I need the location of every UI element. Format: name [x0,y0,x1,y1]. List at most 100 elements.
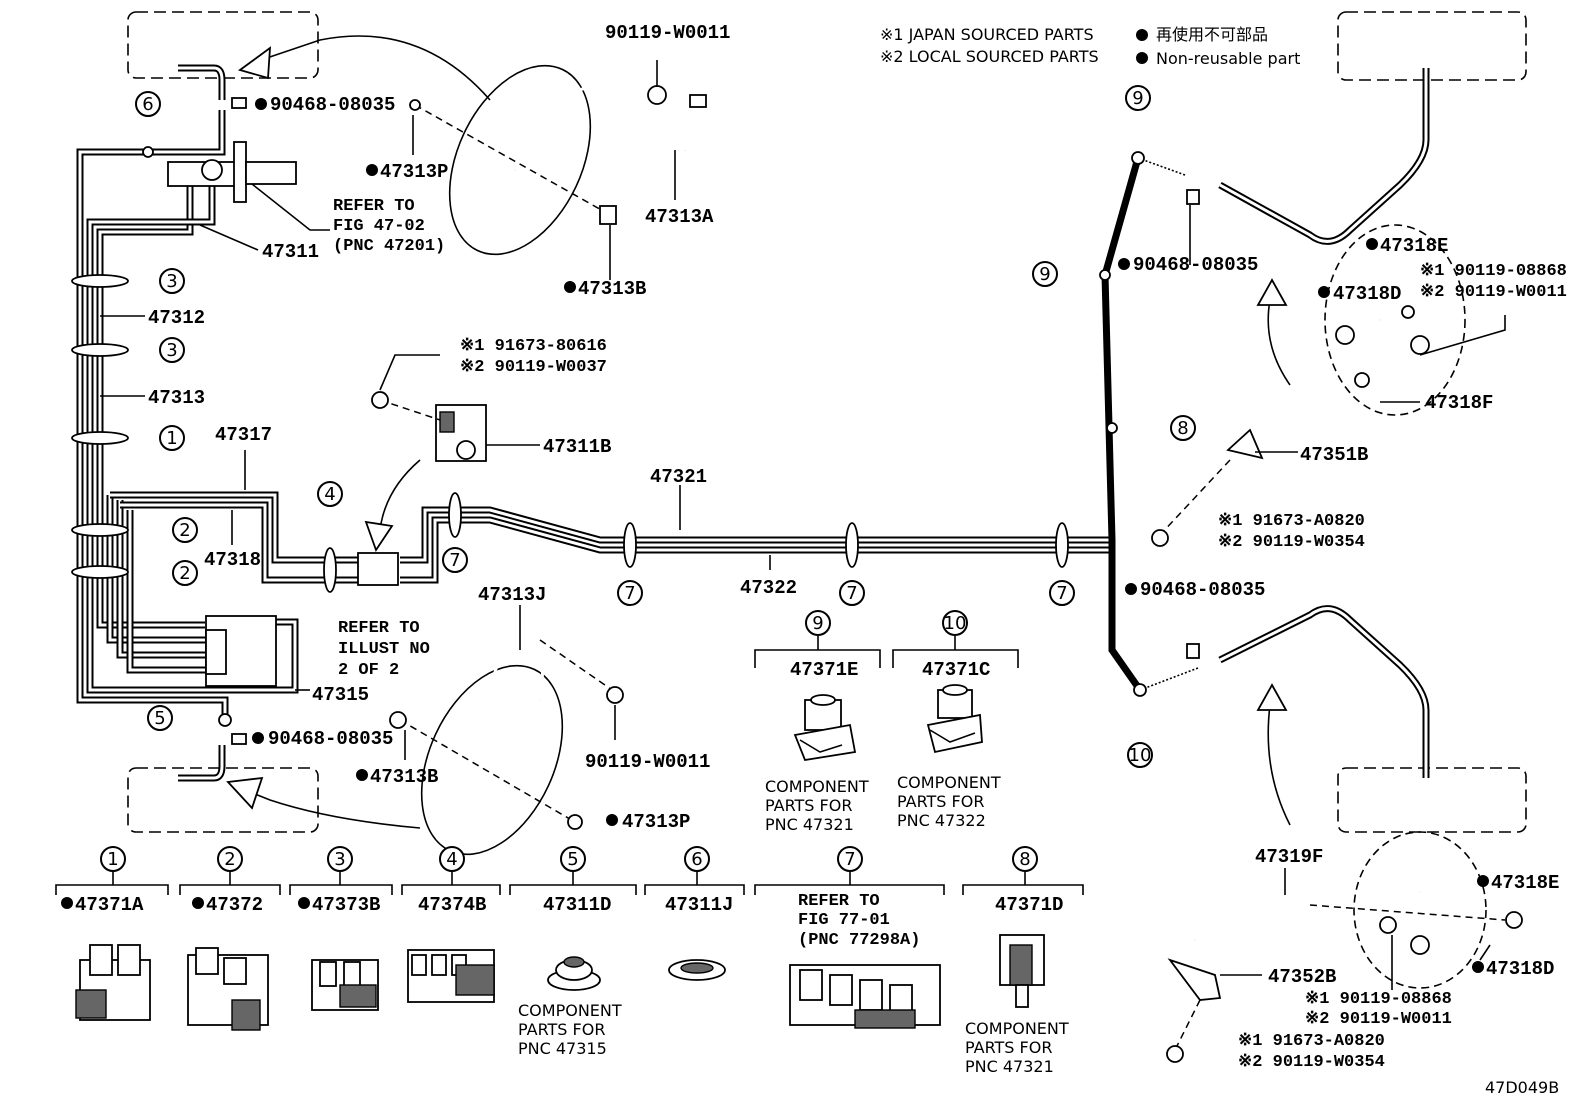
label-47371E: 47371E [790,659,858,681]
label-47317: 47317 [215,424,272,446]
clamp-47373B-drawing [311,959,379,1011]
right-vertical-pipe [1101,157,1143,693]
svg-text:3: 3 [166,340,177,361]
label-47371A: 47371A [75,894,144,916]
label-47318D-bot: 47318D [1486,958,1554,980]
label-refer-illust-c: 2 OF 2 [338,661,399,680]
label-90119-08868-bot: ※1 90119-08868 [1305,990,1452,1009]
pipe-fr-upper [1218,68,1430,245]
legend-line2b: Non-reusable part [1156,49,1300,68]
label-47313A: 47313A [645,206,714,228]
arrowhead-fl [237,46,272,80]
label-comp-47315-b: PARTS FOR [518,1020,605,1039]
flex-stub-fl [178,64,226,100]
label-47372: 47372 [206,894,263,916]
label-90119-W0354-top: ※2 90119-W0354 [1218,533,1365,552]
label-90119-W0011-mid: 90119-W0011 [585,751,710,773]
svg-text:5: 5 [154,708,165,729]
label-47312: 47312 [148,307,205,329]
label-comp-47321b-c: PNC 47321 [965,1057,1054,1076]
label-comp-47321-c: PNC 47321 [765,815,854,834]
svg-text:2: 2 [179,520,190,541]
svg-text:7: 7 [624,583,635,604]
label-comp-47321b-a: COMPONENT [965,1019,1069,1038]
label-47313B-bot: 47313B [370,766,438,788]
svg-text:6: 6 [691,849,702,870]
svg-text:5: 5 [567,849,578,870]
center-pipe-bundle [400,506,1110,584]
flex-hose-rl [389,627,624,856]
label-comp-47322-b: PARTS FOR [897,792,984,811]
svg-text:1: 1 [107,849,118,870]
label-90119-W0011-bot: ※2 90119-W0011 [1305,1010,1452,1029]
label-47321: 47321 [650,466,707,488]
label-91673-A0820-bot: ※1 91673-A0820 [1238,1032,1385,1051]
label-47315: 47315 [312,684,369,706]
legend-bullet-2 [1136,52,1148,64]
grommet-47311J-drawing [668,959,726,981]
flex-stub-rl [178,745,226,782]
clip-90468-r2 [1186,643,1200,659]
clamps [71,146,1147,727]
clip-47371E-drawing [793,694,857,762]
label-refer-illust-a: REFER TO [338,619,420,638]
label-47374B: 47374B [418,894,486,916]
label-47311: 47311 [262,241,319,263]
master-cylinder-flange [233,141,247,203]
svg-text:3: 3 [166,271,177,292]
pipe-rr-spring [1139,667,1199,691]
label-90119-W0011-top: 90119-W0011 [605,22,730,44]
label-90119-08868-top: ※1 90119-08868 [1420,262,1567,281]
label-comp-47321-a: COMPONENT [765,777,869,796]
svg-text:7: 7 [449,550,460,571]
label-refer-fig-77-c: (PNC 77298A) [798,931,920,950]
master-cylinder-body [245,161,297,185]
wheel-box-front-right [1337,11,1527,81]
label-90468-bot: 90468-08035 [268,728,393,750]
svg-text:1: 1 [166,428,177,449]
arrowhead-rr [1256,683,1288,711]
label-refer-fig-47-02-b: FIG 47-02 [333,217,425,236]
label-47313P-top: 47313P [380,161,448,183]
label-47371D: 47371D [995,894,1063,916]
callouts-diagram: 6 3 3 1 2 2 4 5 7 7 7 7 9 9 8 10 [135,85,1196,768]
arrowhead-rl [226,776,264,810]
svg-text:4: 4 [324,484,335,505]
label-47311D: 47311D [543,894,611,916]
clamp-47372-drawing [187,947,269,1031]
svg-text:2: 2 [224,849,235,870]
clip-90468-r1 [1186,189,1200,205]
label-refer-fig-77-b: FIG 77-01 [798,911,890,930]
label-47352B: 47352B [1268,966,1336,988]
svg-text:10: 10 [944,613,967,634]
label-comp-47315-a: COMPONENT [518,1001,622,1020]
leader-lines [100,60,1506,990]
label-47313J: 47313J [478,584,546,606]
wheel-box-rear-left [127,767,319,833]
label-comp-47322-a: COMPONENT [897,773,1001,792]
flex-hose-fr [1151,224,1466,547]
label-90468-r1: 90468-08035 [1133,254,1258,276]
svg-text:2: 2 [179,563,190,584]
label-90119-W0354-bot: ※2 90119-W0354 [1238,1053,1385,1072]
label-47313B-top: 47313B [578,278,646,300]
left-pipe-bundle [76,110,360,720]
svg-text:6: 6 [142,94,153,115]
flex-hose-fl [409,64,707,256]
arrowhead-clip4 [364,520,394,552]
label-47318E-top: 47318E [1380,235,1448,257]
svg-text:8: 8 [1019,849,1030,870]
clamp-47374B-drawing [407,949,495,1003]
pipe-joint [357,552,399,586]
label-90119-W0037: ※2 90119-W0037 [460,358,607,377]
bracket-47311B [371,391,487,462]
svg-text:4: 4 [446,849,457,870]
svg-text:3: 3 [334,849,345,870]
label-comp-47321b-b: PARTS FOR [965,1038,1052,1057]
clip-90468-top [231,97,247,109]
label-47311B: 47311B [543,436,611,458]
grommet-47311D-drawing [547,956,601,991]
arrow-front-right [1267,299,1291,386]
label-refer-illust-b: ILLUST NO [338,640,430,659]
